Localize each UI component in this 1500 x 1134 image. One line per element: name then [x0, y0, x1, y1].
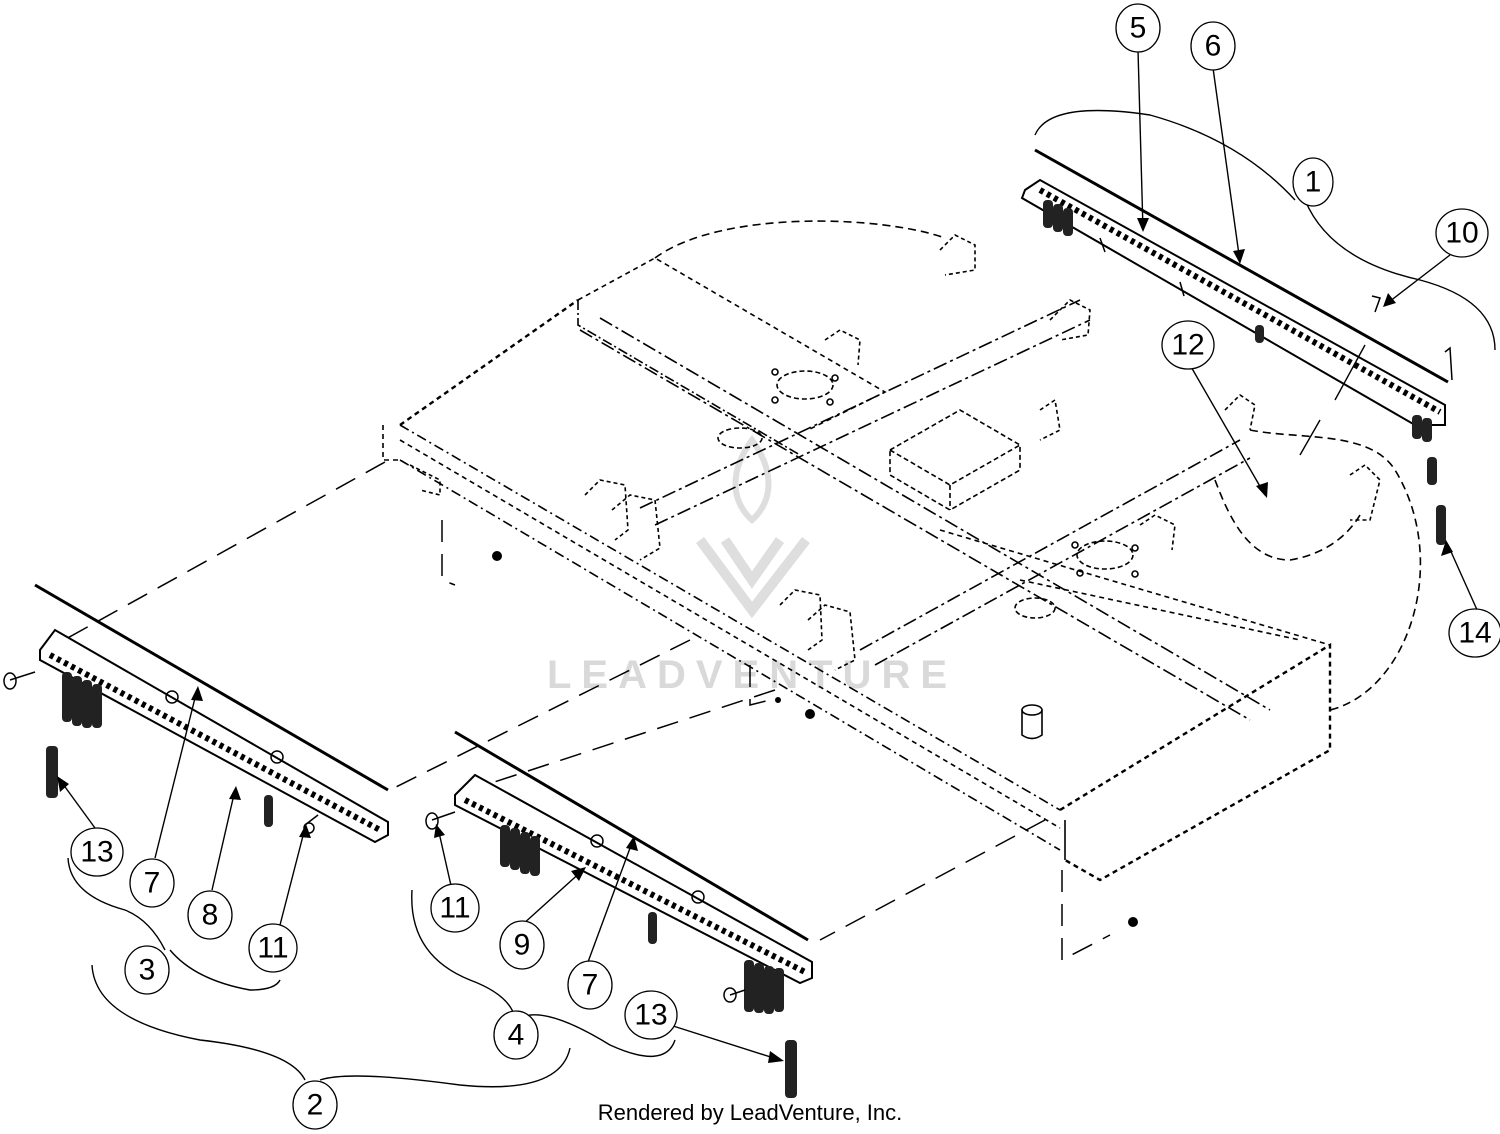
svg-text:7: 7 — [144, 867, 161, 900]
leadventure-logo-icon — [695, 434, 810, 619]
front-flap-right-assembly — [425, 730, 813, 1098]
svg-text:8: 8 — [202, 899, 219, 932]
svg-text:4: 4 — [508, 1019, 525, 1052]
watermark-text: LEADVENTURE — [547, 653, 957, 697]
callout-10: 10 — [1435, 208, 1489, 258]
svg-text:14: 14 — [1458, 617, 1491, 650]
callout-4: 4 — [493, 1010, 539, 1060]
svg-text:10: 10 — [1445, 217, 1478, 250]
callout-14: 14 — [1448, 608, 1500, 658]
callout-13-left: 13 — [70, 827, 124, 877]
svg-text:3: 3 — [139, 954, 156, 987]
svg-text:13: 13 — [634, 999, 667, 1032]
callout-7-left: 7 — [129, 858, 175, 908]
callout-9: 9 — [499, 920, 545, 970]
callout-7-right: 7 — [567, 960, 613, 1010]
svg-text:13: 13 — [80, 836, 113, 869]
svg-text:6: 6 — [1205, 30, 1222, 63]
hardware-dots — [492, 551, 1138, 927]
callout-12: 12 — [1161, 320, 1215, 370]
mower-deck — [382, 220, 1422, 882]
callout-11-right: 11 — [430, 883, 480, 933]
callout-5: 5 — [1115, 3, 1161, 53]
svg-text:1: 1 — [1305, 166, 1322, 199]
callout-11-left: 11 — [248, 923, 298, 973]
assembly-guide-lines — [54, 461, 1111, 962]
callout-13-right: 13 — [624, 990, 678, 1040]
rear-flap-assembly — [1020, 148, 1453, 545]
svg-text:2: 2 — [307, 1089, 324, 1122]
svg-text:9: 9 — [514, 929, 531, 962]
footer-credit: Rendered by LeadVenture, Inc. — [597, 1100, 903, 1125]
svg-text:11: 11 — [439, 892, 470, 925]
front-flap-left-assembly — [3, 583, 389, 844]
watermark: LEADVENTURE — [547, 434, 957, 697]
callout-leaders — [59, 49, 1496, 1088]
svg-text:11: 11 — [257, 932, 288, 965]
callout-2: 2 — [292, 1080, 338, 1130]
callout-1: 1 — [1292, 157, 1334, 207]
callout-bubbles: 1 2 3 4 5 6 7 7 8 9 10 11 11 12 13 13 14 — [70, 3, 1500, 1130]
svg-text:7: 7 — [582, 969, 599, 1002]
svg-text:5: 5 — [1130, 12, 1147, 45]
svg-text:12: 12 — [1171, 329, 1204, 362]
callout-8: 8 — [187, 890, 233, 940]
callout-arrowheads — [57, 218, 1453, 1063]
callout-3: 3 — [124, 945, 170, 995]
callout-6: 6 — [1190, 21, 1236, 71]
